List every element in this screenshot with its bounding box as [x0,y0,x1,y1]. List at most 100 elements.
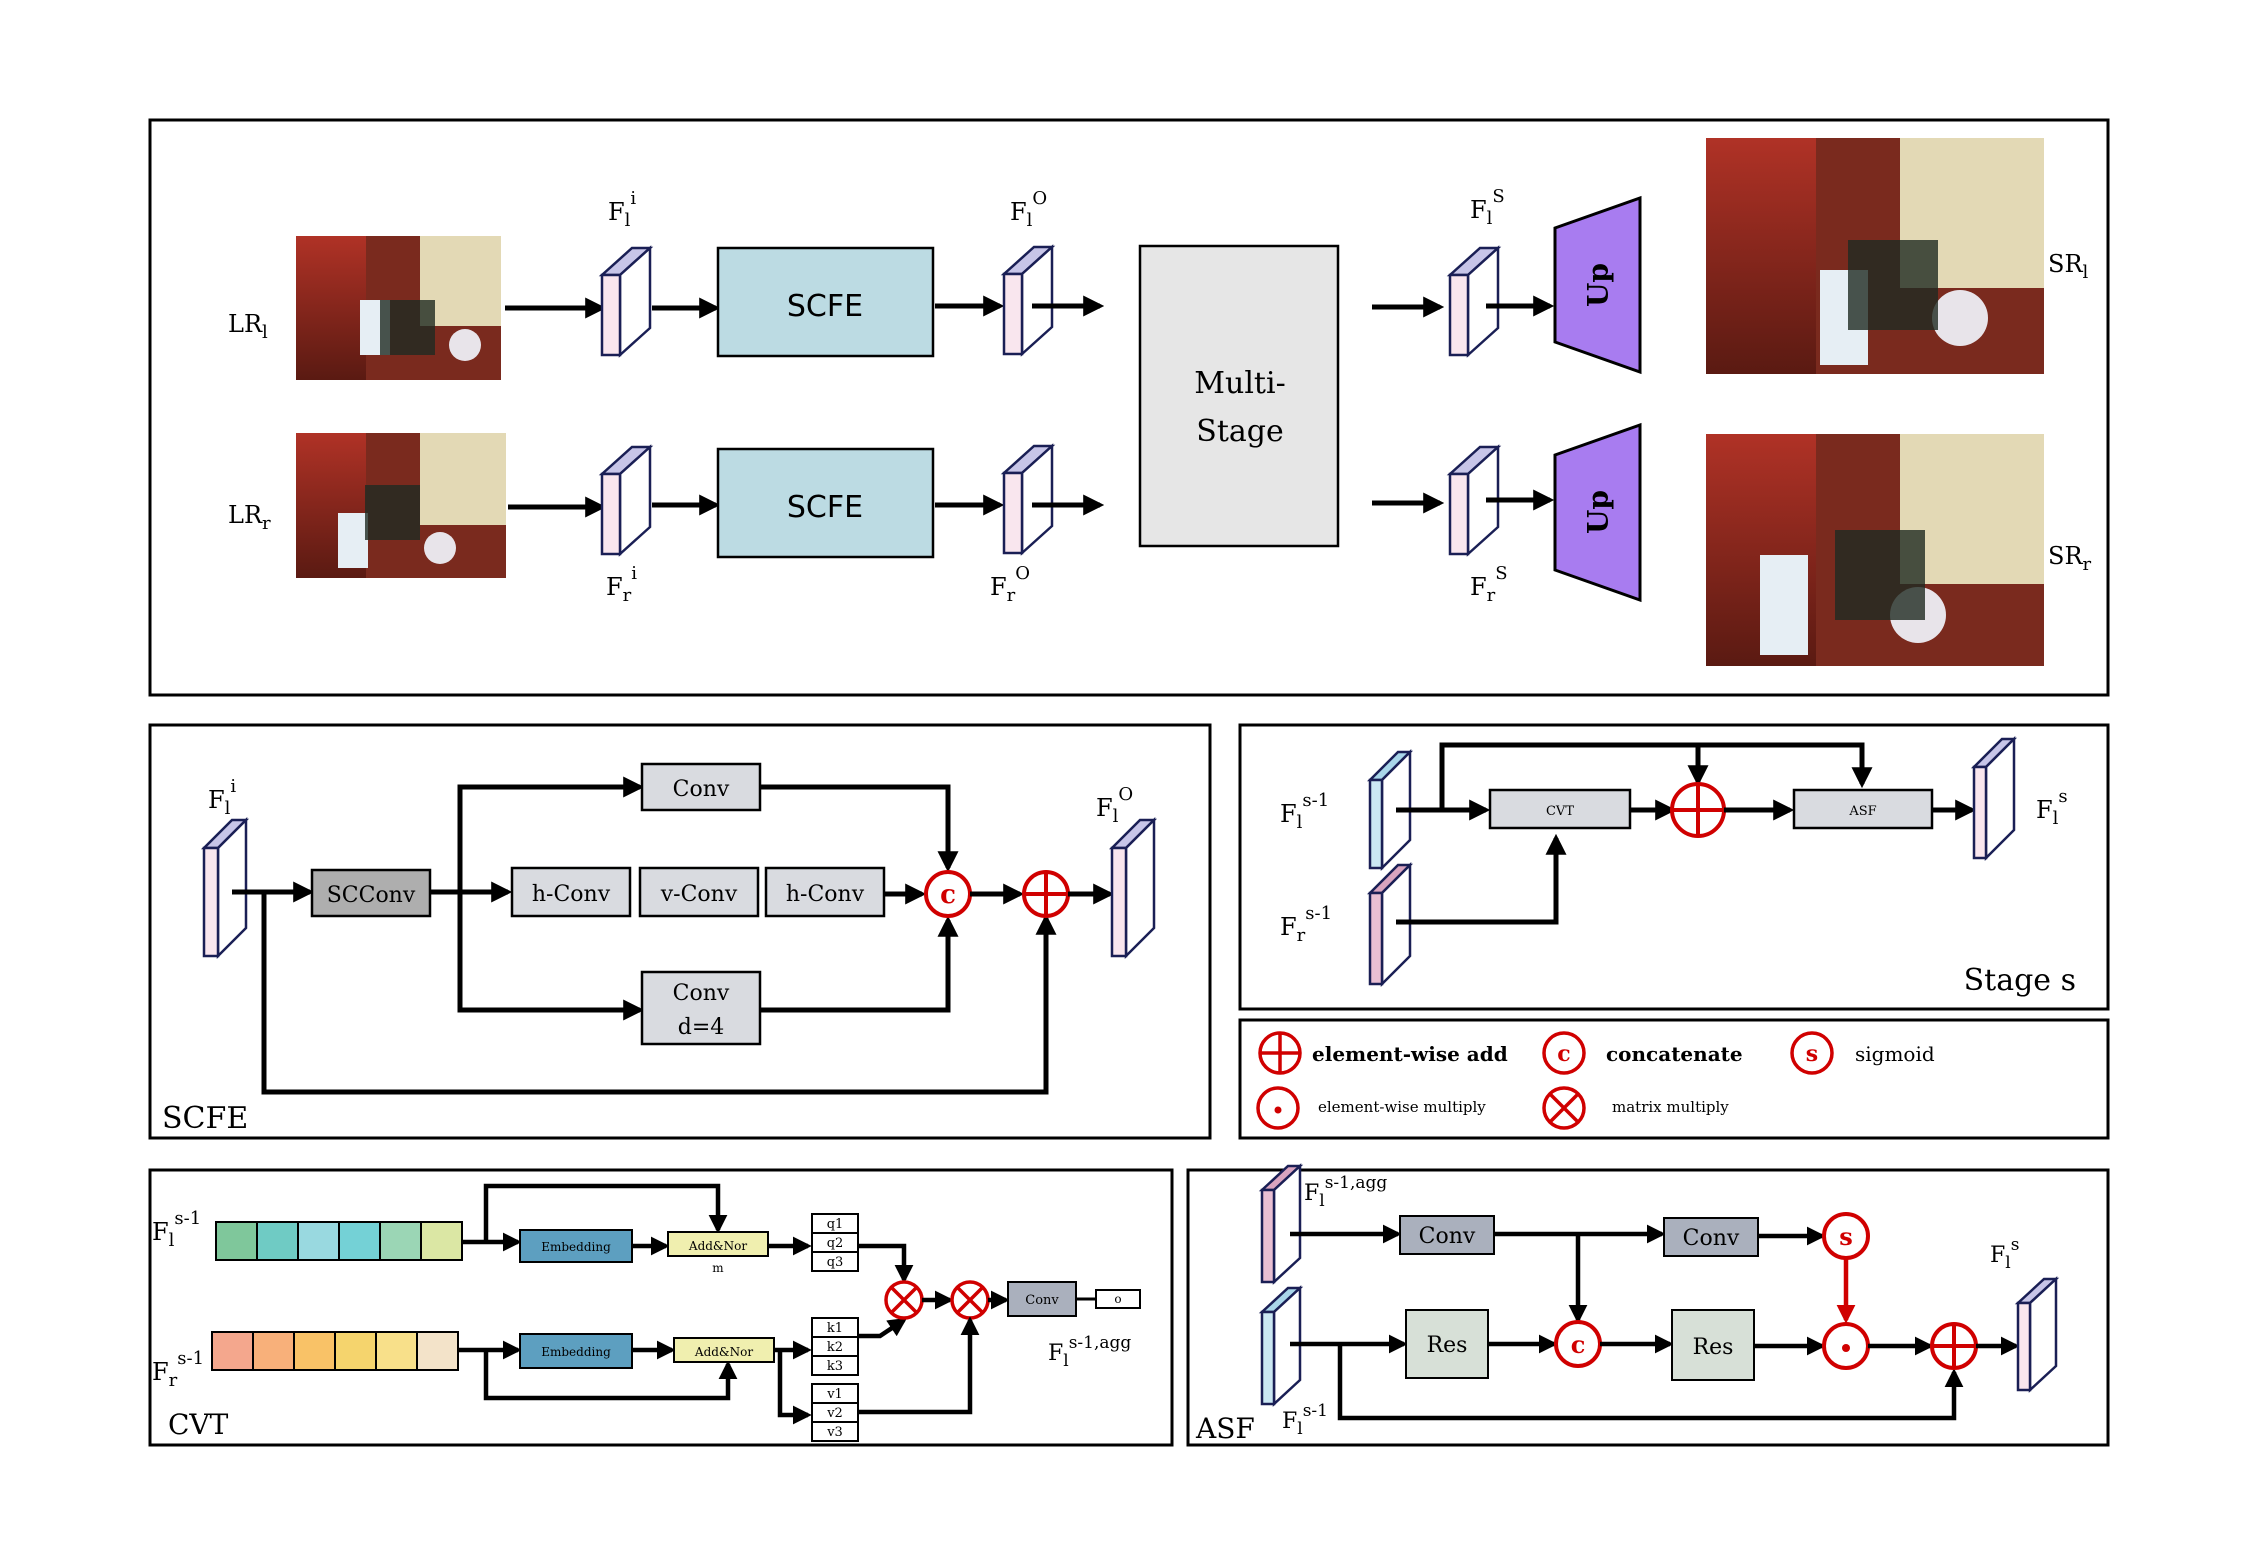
cvt-k2: k2 [827,1340,843,1355]
asf-add-operator [1930,1322,1978,1370]
asf-res2-label: Res [1693,1335,1734,1360]
asf-output-label: Fls [1990,1235,2019,1273]
cvt-panel-title: CVT [168,1408,229,1441]
scfe-skip-path [261,892,1057,1095]
cvt-top-skip [483,1183,728,1242]
cvt-addnorm-bottom [673,1337,775,1363]
cvt-q3: q3 [827,1255,844,1270]
cvt-o-box [1095,1289,1141,1309]
scfe-panel-title: SCFE [162,1101,248,1136]
legend-matmul-label: matrix multiply [1612,1098,1729,1116]
legend-sigmoid-symbol: s [1806,1041,1818,1067]
cvt-input-fl-label: Fls-1 [152,1208,201,1251]
stage-input-fl-label: Fls-1 [1280,790,1329,833]
cvt-input-fr-label: Frs-1 [152,1348,204,1391]
scfe-dconv-to-concat [760,915,959,1013]
fr-s-label: FrS [1470,563,1508,606]
sr-left-image [1706,138,2044,374]
scfe-input-label: Fli [208,776,236,819]
dilated-conv-label-line2: d=4 [678,1015,725,1040]
stage-skip-top [1439,742,1873,810]
feature-map-fr-s [1446,444,1502,557]
cvt-v2: v2 [826,1406,843,1421]
cvt-embedding-top [519,1229,633,1263]
asf-prev-skip [1337,1344,1964,1421]
up-block-top [1553,195,1642,375]
scfe-branch-up [457,776,645,892]
fl-s-label: FlS [1470,186,1505,229]
asf-res1-block [1405,1309,1489,1379]
cvt-k3: k3 [827,1359,843,1374]
cvt-matmul-1 [884,1280,924,1320]
cvt-block [1488,788,1632,830]
scfe-block-bottom [716,447,935,559]
legend-multiply-icon [1256,1086,1300,1130]
asf-input-prev-label: Fls-1 [1282,1401,1328,1439]
cvt-addnorm-top-label: Add&Nor [688,1239,747,1253]
cvt-q2: q2 [827,1236,844,1251]
cvt-addnorm-bottom-label: Add&Nor [694,1345,753,1359]
fl-i-label: Fli [608,188,636,231]
up-block-bottom [1553,422,1642,603]
legend-sigmoid-icon [1790,1031,1834,1075]
stage-panel-title: Stage s [1964,963,2076,998]
cvt-embedding-bottom-label: Embedding [541,1345,611,1359]
stage-add-operator [1670,782,1726,838]
cvt-bottom-skip [483,1350,738,1401]
cvt-conv-label: Conv [1025,1293,1059,1308]
scfe-conv-to-concat [760,784,959,873]
up-block-top-label: Up [1582,263,1615,307]
cvt-k-stack [811,1317,859,1376]
asf-input-agg-feature [1258,1163,1304,1285]
scfe-block-bottom-label: SCFE [787,490,863,525]
scfe-input-feature [200,816,250,960]
multi-stage-label-line2: Stage [1196,414,1283,449]
cvt-v-stack [811,1383,859,1442]
hconv2-label: h-Conv [786,882,865,907]
asf-block-label: ASF [1848,804,1876,819]
cvt-q-stack [811,1213,859,1272]
feature-map-fl-s [1446,245,1502,358]
legend-multiply-label: element-wise multiply [1318,1098,1486,1116]
asf-output-feature [2014,1276,2060,1393]
scfe-block-top [716,246,935,358]
panel-cvt [148,1168,1174,1447]
cvt-token-row-right [211,1331,459,1371]
panel-stage [1238,723,2110,1011]
legend-concat-symbol: c [1557,1041,1570,1067]
legend-concat-icon [1542,1031,1586,1075]
cvt-k-to-matmul [858,1317,908,1339]
cvt-embedding-bottom [519,1333,633,1369]
conv-block [640,762,762,812]
asf-input-prev-feature [1258,1285,1304,1407]
panel-top [148,118,2110,697]
cvt-embedding-top-label: Embedding [541,1240,611,1254]
cvt-v-to-matmul2 [858,1316,980,1415]
asf-conv1-block [1399,1215,1495,1255]
sr-right-image [1706,434,2044,666]
cvt-output-label: Fls-1,agg [1048,1333,1131,1371]
multi-stage-block [1138,244,1340,548]
scfe-concat-symbol: c [940,880,956,910]
vconv-label: v-Conv [660,882,738,907]
stage-fr-to-cvt [1396,833,1567,925]
scconv-block [310,868,432,918]
scfe-output-feature [1108,816,1158,960]
asf-conv2-block [1663,1217,1759,1257]
fr-o-label: FrO [990,563,1030,606]
scfe-block-top-label: SCFE [787,289,863,324]
hconv1-label: h-Conv [532,882,611,907]
cvt-matmul-2 [950,1280,990,1320]
lr-right-label: LRr [228,501,271,534]
cvt-v3: v3 [826,1425,843,1440]
asf-sigmoid-symbol: s [1839,1222,1853,1251]
cvt-token-row-left [215,1221,463,1261]
legend-concat-label: concatenate [1606,1042,1743,1066]
stage-input-fr-label: Frs-1 [1280,903,1332,946]
cvt-q-to-matmul [858,1243,914,1284]
scfe-output-label: FlO [1096,784,1133,827]
hconv1-block [510,866,632,918]
cvt-o-label: o [1114,1292,1121,1306]
cvt-v1: v1 [826,1387,843,1402]
